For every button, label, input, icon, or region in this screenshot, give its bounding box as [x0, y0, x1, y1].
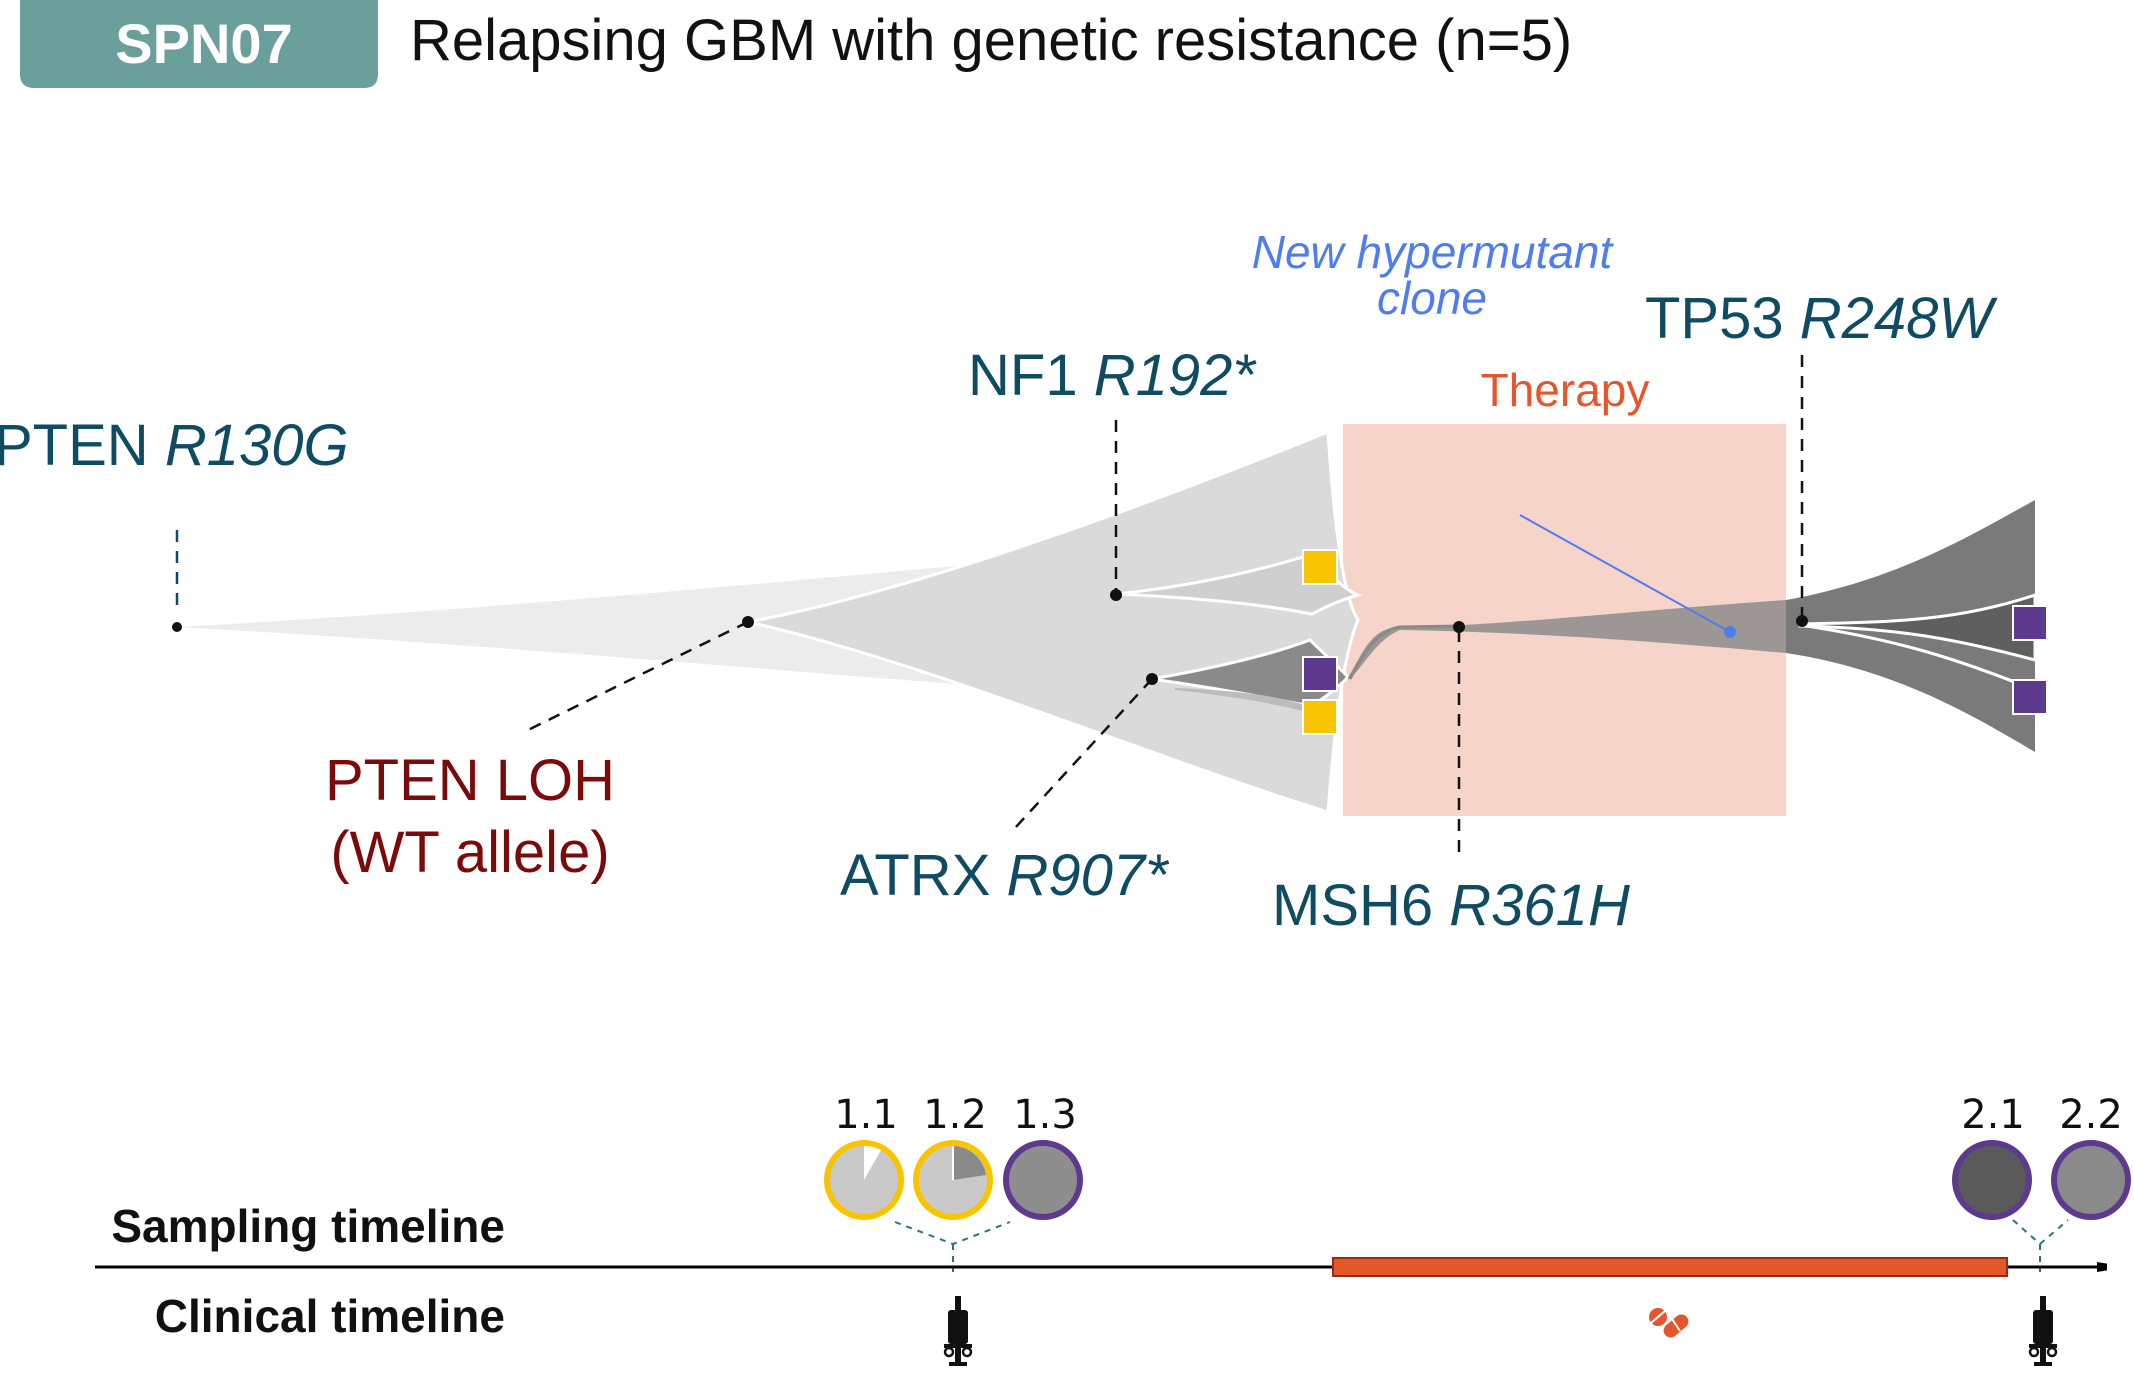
therapy-label: Therapy: [1481, 364, 1650, 416]
atrx-subclone-b: [1175, 688, 1313, 714]
hypermutant-label-line2: clone: [1377, 272, 1487, 324]
label-msh6: MSH6 R361H: [1272, 873, 1630, 938]
nodes: [172, 589, 1808, 685]
sample-circle-2-1: [1952, 1140, 2032, 1220]
sample-2-2-square: [2012, 679, 2048, 715]
sample-1-2-square: [1302, 699, 1338, 735]
sample-number: 1.1: [834, 1092, 898, 1138]
fish-plot: [175, 429, 2037, 814]
clinical-timeline-label: Clinical timeline: [155, 1290, 505, 1342]
label-pten: PTEN R130G: [0, 413, 349, 478]
tp53-subclone: [1798, 592, 2037, 662]
sample-1-1-square: [1302, 549, 1338, 585]
sample-number: 2.2: [2059, 1092, 2123, 1138]
label-atrx: ATRX R907*: [840, 843, 1170, 908]
sample-1-3-square: [1302, 656, 1338, 692]
hypermutant-node: [1724, 626, 1736, 638]
syringe-icon: [943, 1296, 973, 1366]
label-nf1: NF1 R192*: [968, 343, 1257, 408]
nf1-subclone: [1116, 553, 1363, 616]
sample-number: 1.2: [923, 1092, 987, 1138]
founding-clone: [175, 552, 1110, 695]
page-title: Relapsing GBM with genetic resistance (n…: [410, 8, 1572, 73]
sample-circle-1-3: [1003, 1140, 1083, 1220]
sampling-timeline-label: Sampling timeline: [111, 1200, 505, 1252]
sample-2-1-square: [2012, 605, 2048, 641]
hypermutant-clone: [1348, 600, 1786, 680]
label-wt-allele: (WT allele): [330, 820, 609, 885]
syringe-icon: [2028, 1296, 2058, 1366]
connector-lines: [527, 355, 1804, 860]
sample-circle-2-2: [2051, 1140, 2131, 1220]
label-tp53: TP53 R248W: [1645, 286, 1998, 351]
sample-brackets: [894, 1219, 2069, 1272]
badge-text: SPN07: [115, 12, 292, 75]
sample-number: 1.3: [1013, 1092, 1077, 1138]
hypermutant-label-line1: New hypermutant: [1252, 226, 1615, 278]
hypermutant-pointer: [1519, 514, 1731, 633]
pten-loh-clone: [747, 429, 1360, 814]
sample-circle-1-2: [913, 1140, 993, 1220]
hypermutant-stem: [1348, 624, 1461, 680]
sample-circle-1-1: [824, 1140, 904, 1220]
label-pten-loh: PTEN LOH: [325, 748, 615, 813]
sample-number: 2.1: [1961, 1092, 2025, 1138]
header-badge: SPN07: [20, 0, 378, 88]
sample-numbers: 1.1 1.2 1.3 2.1 2.2: [834, 1092, 2123, 1138]
pill-icon: [1649, 1308, 1689, 1338]
therapy-bar: [1332, 1257, 2008, 1277]
